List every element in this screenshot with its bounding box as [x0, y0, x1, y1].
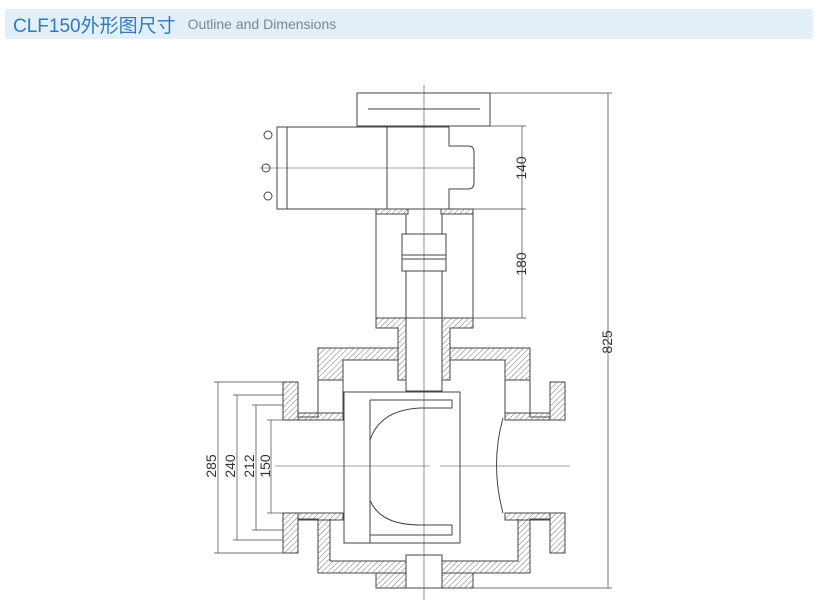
header-subtitle: Outline and Dimensions	[187, 16, 337, 32]
dim-825: 825	[599, 330, 615, 354]
dim-212: 212	[241, 454, 257, 478]
dim-180: 180	[513, 252, 529, 276]
dim-140: 140	[513, 156, 529, 180]
dim-240: 240	[222, 454, 238, 478]
bracket	[375, 208, 474, 319]
header-title: CLF150外形图尺寸	[13, 15, 176, 37]
actuator-top-cover	[356, 92, 491, 127]
dim-285: 285	[203, 454, 219, 478]
section-header: CLF150外形图尺寸 Outline and Dimensions	[5, 9, 813, 39]
seat	[496, 417, 504, 514]
terminal-bolts	[260, 130, 475, 201]
valve-plug	[343, 391, 461, 544]
actuator-gearbox	[448, 126, 475, 209]
dim-150: 150	[257, 454, 273, 478]
